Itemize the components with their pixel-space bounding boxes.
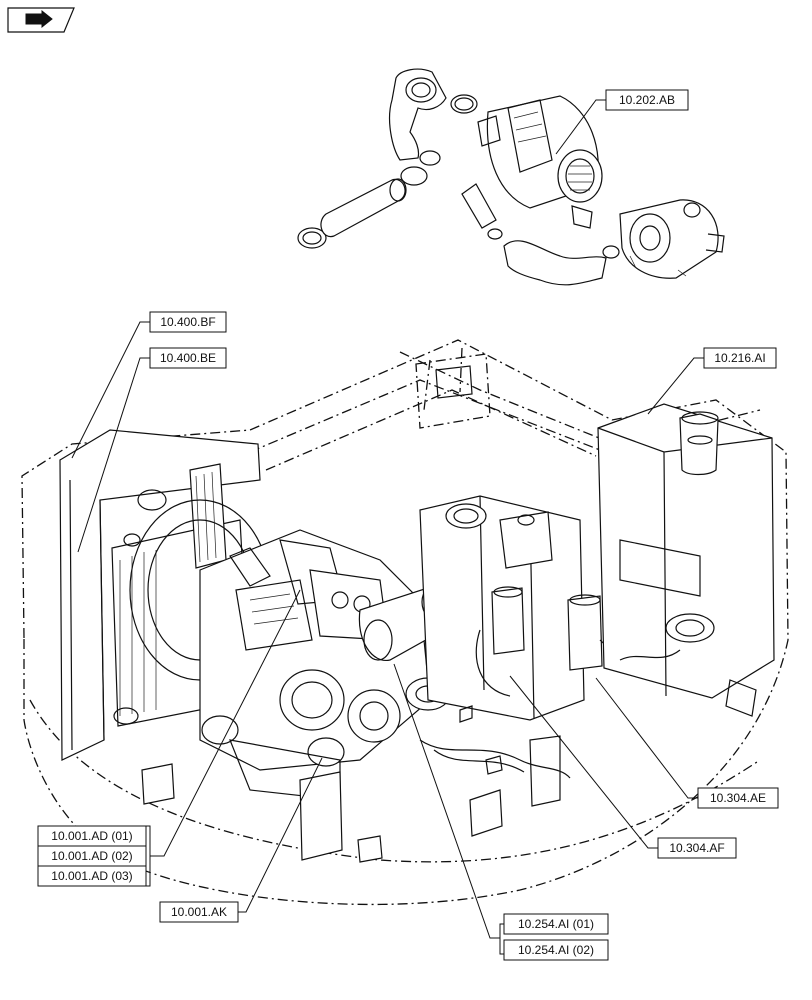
hydraulic-valve-illustration <box>419 495 661 807</box>
label-exhaust-02[interactable]: 10.254.AI (02) <box>503 939 609 961</box>
svg-text:10.304.AE: 10.304.AE <box>710 791 766 805</box>
svg-text:10.304.AF: 10.304.AF <box>669 841 724 855</box>
svg-text:10.400.BE: 10.400.BE <box>160 351 216 365</box>
svg-text:10.254.AI (02): 10.254.AI (02) <box>518 943 594 957</box>
label-tank[interactable]: 10.216.AI <box>703 347 777 369</box>
label-engine-01[interactable]: 10.001.AD (01) <box>37 825 147 847</box>
engine-illustration <box>199 529 571 861</box>
air-intake-illustration <box>297 68 725 286</box>
book-arrow-icon[interactable] <box>7 7 75 33</box>
label-mount[interactable]: 10.001.AK <box>159 901 239 923</box>
label-filter-af[interactable]: 10.304.AF <box>657 837 737 859</box>
fuel-tank-illustration <box>597 403 775 717</box>
floor-details <box>141 705 503 863</box>
svg-text:10.400.BF: 10.400.BF <box>160 315 215 329</box>
label-frame-be[interactable]: 10.400.BE <box>149 347 227 369</box>
label-engine-03[interactable]: 10.001.AD (03) <box>37 865 147 887</box>
svg-text:10.254.AI (01): 10.254.AI (01) <box>518 917 594 931</box>
svg-text:10.001.AD (01): 10.001.AD (01) <box>51 829 132 843</box>
label-engine-02[interactable]: 10.001.AD (02) <box>37 845 147 867</box>
label-airfilter[interactable]: 10.202.AB <box>605 89 689 111</box>
svg-text:10.001.AD (02): 10.001.AD (02) <box>51 849 132 863</box>
svg-text:10.202.AB: 10.202.AB <box>619 93 675 107</box>
label-filter-ae[interactable]: 10.304.AE <box>697 787 779 809</box>
svg-text:10.001.AD (03): 10.001.AD (03) <box>51 869 132 883</box>
svg-text:10.001.AK: 10.001.AK <box>171 905 227 919</box>
leader-lines <box>71 99 704 955</box>
svg-text:10.216.AI: 10.216.AI <box>714 351 765 365</box>
label-exhaust-01[interactable]: 10.254.AI (01) <box>503 913 609 935</box>
label-frame-bf[interactable]: 10.400.BF <box>149 311 227 333</box>
